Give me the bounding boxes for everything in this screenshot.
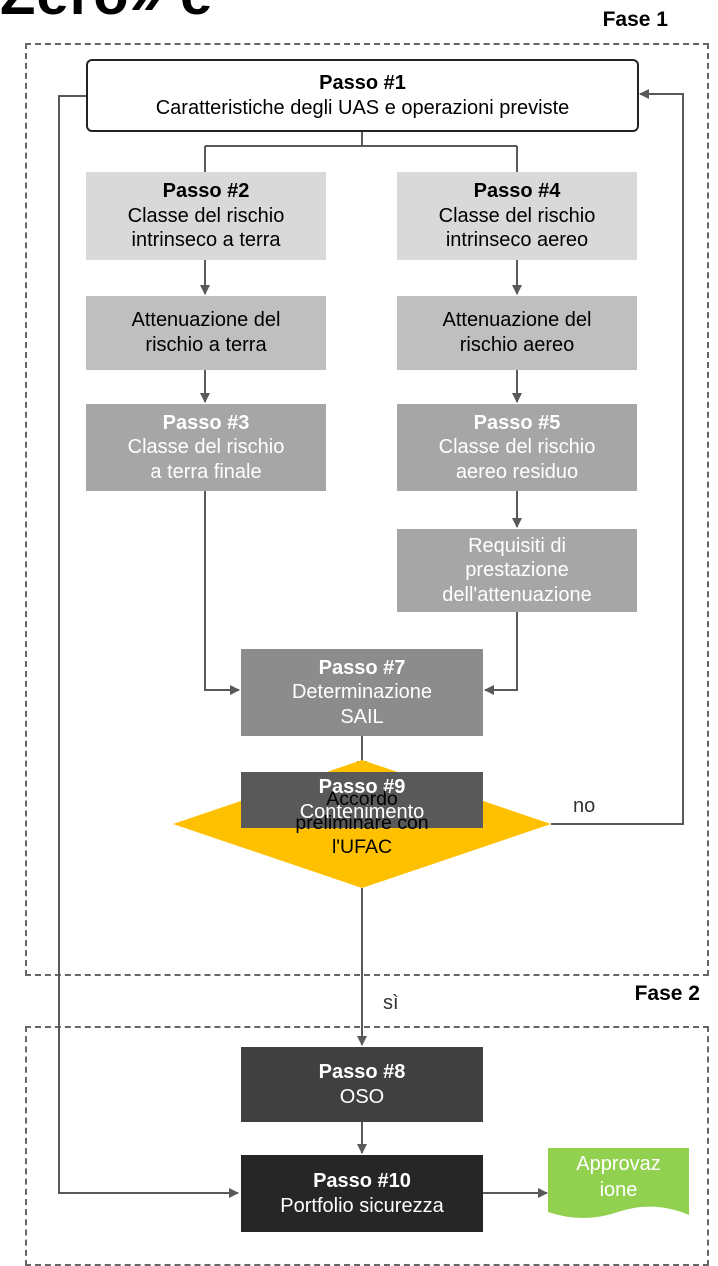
edge-decision-no [551,89,684,825]
step-3-text-line: a terra finale [150,460,262,483]
approval-label: Approvaz ione [548,1150,689,1204]
step-1-text: Caratteristiche degli UAS e operazioni p… [155,96,570,119]
decision-line: l'UFAC [331,835,393,858]
decision-line: Accordo [326,788,398,811]
decision-label: Accordo preliminare con l'UFAC [270,778,454,870]
step-10-text: Portfolio sicurezza [280,1194,444,1217]
step-9-text: Contenimento [299,801,425,823]
step-2-box: Passo #2 Classe del rischio intrinseco a… [86,172,326,260]
performance-requirements-box: Requisiti di prestazione dell'attenuazio… [397,529,637,612]
approval-document [548,1148,689,1218]
edge-3-7 [204,491,240,695]
step-1-title: Passo #1 [319,71,406,94]
phase2-label: Fase 2 [634,982,700,1005]
step-5-text-line: aereo residuo [455,460,579,483]
step-3-box: Passo #3 Classe del rischio a terra fina… [86,404,326,491]
step-8-text: OSO [339,1085,385,1108]
air-mitigation-line: Attenuazione del [442,309,592,332]
step-7-title: Passo #7 [318,656,406,679]
performance-line: dell'attenuazione [442,583,592,606]
step-7-text-line: Determinazione [291,681,433,704]
ground-mitigation-box: Attenuazione del rischio a terra [86,296,326,370]
step-5-title: Passo #5 [473,411,561,434]
phase1-label: Fase 1 [602,8,668,31]
step-4-title: Passo #4 [473,180,561,203]
edge-label-no: no [573,795,596,817]
ground-mitigation-line: Attenuazione del [131,309,281,332]
step-7-box: Passo #7 Determinazione SAIL [241,649,483,736]
edge-perf-7 [484,612,518,695]
step-5-text-line: Classe del rischio [438,436,596,459]
step-5-box: Passo #5 Classe del rischio aereo residu… [397,404,637,491]
step-3-title: Passo #3 [162,411,250,434]
approval-line: ione [599,1179,638,1201]
step-1-box: Passo #1 Caratteristiche degli UAS e ope… [86,59,639,132]
performance-line: prestazione [465,559,569,582]
air-mitigation-line: rischio aereo [459,334,575,356]
step-8-box: Passo #8 OSO [241,1047,483,1122]
performance-line: Requisiti di [468,534,566,557]
phase1-boundary [25,43,709,976]
decision-line: preliminare con [295,812,429,834]
step-4-text-line: Classe del rischio [438,204,596,227]
step-9-title: Passo #9 [318,776,406,799]
step-2-title: Passo #2 [162,180,250,203]
step-9-box: Passo #9 Contenimento [241,772,483,828]
title-fragment: Zero» e [0,0,213,24]
step-3-text-line: Classe del rischio [127,436,285,459]
step-10-title: Passo #10 [313,1169,411,1192]
step-8-title: Passo #8 [318,1060,406,1083]
edge-1-branch [204,132,518,172]
step-2-text-line: intrinseco a terra [131,229,281,252]
step-7-text-line: SAIL [340,705,384,728]
step-10-box: Passo #10 Portfolio sicurezza [241,1155,483,1232]
edge-1-10-bypass [58,95,239,1198]
edge-label-yes: sì [383,992,399,1014]
step-4-box: Passo #4 Classe del rischio intrinseco a… [397,172,637,260]
step-4-text-line: intrinseco aereo [445,229,589,252]
ground-mitigation-line: rischio a terra [145,334,267,356]
air-mitigation-box: Attenuazione del rischio aereo [397,296,637,370]
step-2-text-line: Classe del rischio [127,204,285,227]
approval-line: Approvaz [576,1153,661,1175]
